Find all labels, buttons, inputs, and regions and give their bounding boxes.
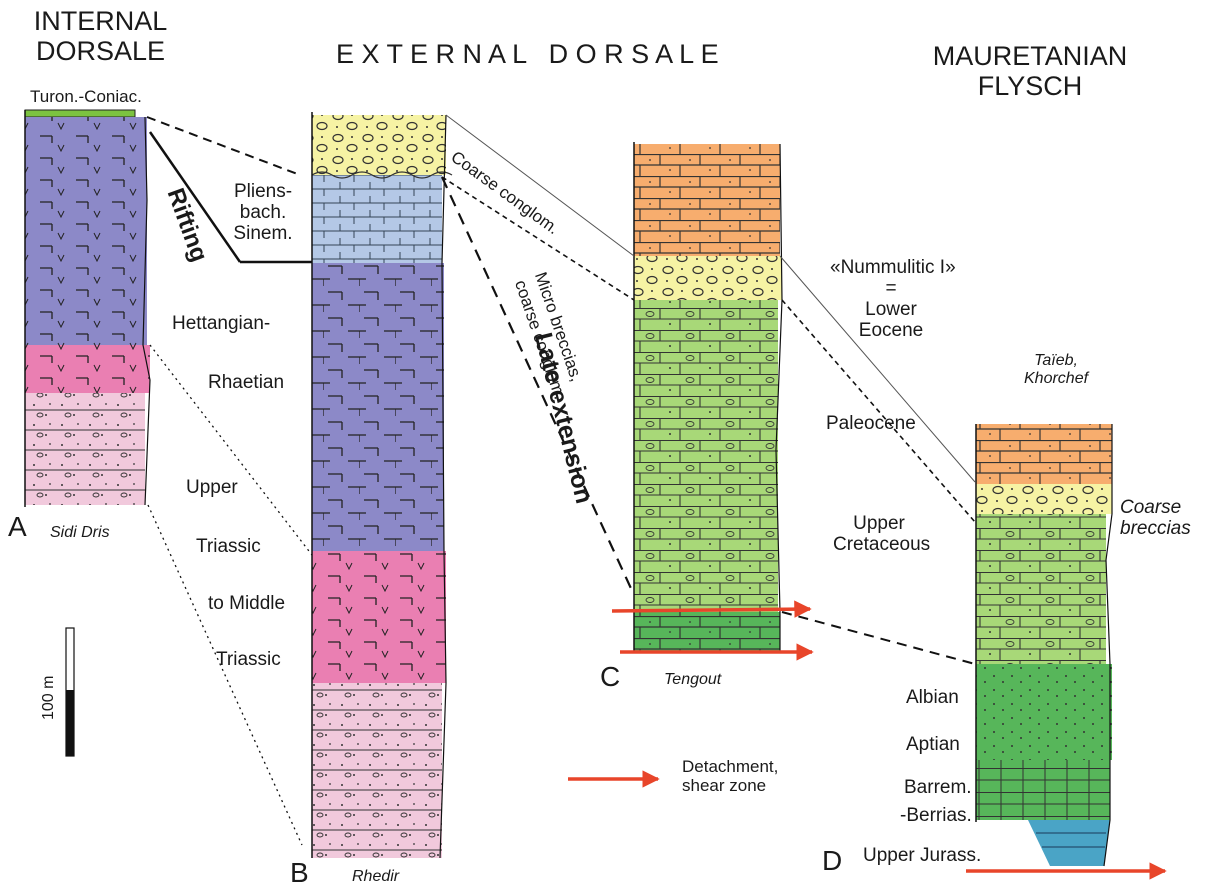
upper-cretaceous-label: Upper Cretaceous	[833, 514, 925, 556]
mauretanian-flysch-header: MAURETANIAN FLYSCH	[930, 42, 1130, 101]
pliens-line2: bach.	[228, 203, 298, 224]
column-c-letter: C	[600, 662, 620, 693]
external-dorsale-header: E X T E R N A L D O R S A L E	[336, 40, 719, 70]
breccias-line: breccias	[1120, 519, 1191, 540]
sidi-dris-label: Sidi Dris	[50, 524, 110, 542]
column-b	[312, 112, 452, 858]
scale-bar-label: 100 m	[40, 676, 58, 720]
column-c	[634, 142, 782, 652]
taieb-khorchef-label: Taïeb, Khorchef	[1024, 352, 1088, 387]
detachment-legend-line1: Detachment,	[682, 758, 778, 777]
maure-header-line2: FLYSCH	[930, 72, 1130, 102]
triassic-label: Triassic	[196, 537, 261, 558]
scale-bar	[66, 628, 74, 756]
rhaetian-label: Rhaetian	[208, 373, 284, 394]
detachment-legend-line2: shear zone	[682, 777, 778, 796]
detachment-legend: Detachment, shear zone	[682, 758, 778, 795]
pliensbach-label: Pliens- bach. Sinem.	[228, 182, 298, 245]
lower-label: Lower	[830, 300, 952, 321]
turon-coniac-label: Turon.-Coniac.	[30, 88, 142, 107]
upper-cret-line1: Upper	[833, 514, 925, 535]
barrem-label: Barrem.	[904, 778, 972, 799]
nummulitic-block: «Nummulitic I» = Lower Eocene	[830, 258, 952, 342]
pliens-line1: Pliens-	[228, 182, 298, 203]
upper-label: Upper	[186, 478, 238, 499]
hettangian-label: Hettangian-	[172, 314, 270, 335]
sinem-label: Sinem.	[228, 224, 298, 245]
paleocene-label: Paleocene	[826, 414, 916, 435]
coarse-breccias-label: Coarse breccias	[1120, 498, 1191, 540]
maure-header-line1: MAURETANIAN	[930, 42, 1130, 72]
aptian-label: Aptian	[906, 735, 960, 756]
to-middle-label: to Middle	[208, 594, 285, 615]
berrias-label: -Berrias.	[900, 806, 972, 827]
internal-dorsale-header: INTERNAL DORSALE	[18, 7, 183, 66]
triassic2-label: Triassic	[216, 650, 281, 671]
albian-label: Albian	[906, 688, 959, 709]
column-a	[25, 110, 150, 507]
internal-header-line1: INTERNAL	[18, 7, 183, 37]
tengout-label: Tengout	[664, 671, 721, 689]
coarse-line: Coarse	[1120, 498, 1191, 519]
column-d	[976, 424, 1112, 866]
equals-label: =	[830, 279, 952, 300]
internal-header-line2: DORSALE	[18, 37, 183, 67]
upper-cret-line2: Cretaceous	[833, 535, 925, 556]
nummulitic-label: «Nummulitic I»	[830, 258, 952, 279]
column-a-letter: A	[8, 512, 27, 543]
upper-jurass-label: Upper Jurass.	[863, 846, 981, 867]
column-d-letter: D	[822, 846, 842, 877]
khorchef-line: Khorchef	[1024, 370, 1088, 388]
taieb-line: Taïeb,	[1024, 352, 1088, 370]
column-b-letter: B	[290, 858, 309, 889]
rhedir-label: Rhedir	[352, 868, 399, 886]
eocene-label: Eocene	[830, 321, 952, 342]
